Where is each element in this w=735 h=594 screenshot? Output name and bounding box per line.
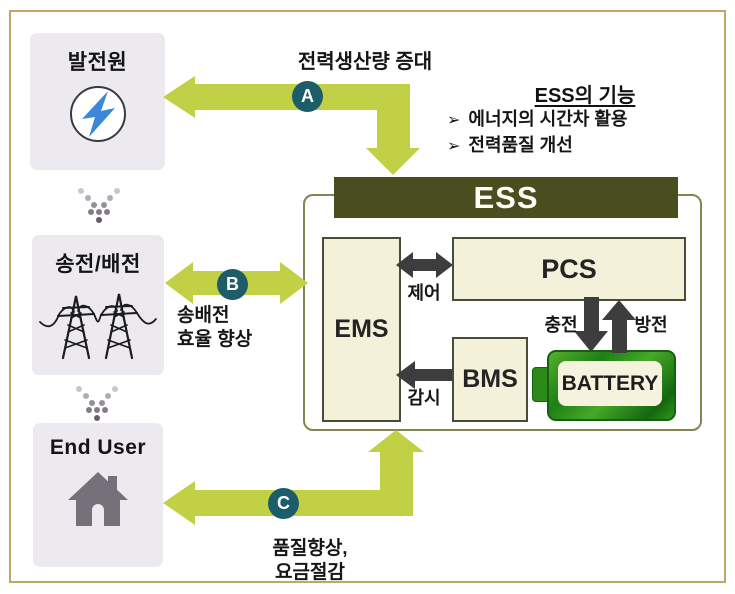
ems-box: EMS [322, 237, 401, 422]
battery-box: BATTERY [558, 361, 662, 406]
battery-label: BATTERY [561, 371, 659, 395]
house-icon [68, 470, 128, 533]
arrow-b-label: 송배전 효율 향상 [177, 304, 252, 352]
bms-label: BMS [462, 365, 518, 393]
bullet-arrow-icon: ➢ [447, 112, 461, 129]
node-grid-label: 송전/배전 [55, 253, 141, 276]
lightning-icon [67, 83, 129, 150]
functions-item: ➢ 에너지의 시간차 활용 [447, 107, 627, 133]
flow-chevron [74, 384, 122, 422]
pcs-label: PCS [541, 253, 597, 284]
functions-panel-list: ➢ 에너지의 시간차 활용 ➢ 전력품질 개선 [447, 107, 627, 159]
control-label: 제어 [407, 283, 441, 303]
arrow-c-label-line2: 요금절감 [275, 562, 345, 583]
node-end-user: End User [33, 423, 163, 567]
node-power-source-label: 발전원 [67, 51, 128, 74]
bullet-arrow-icon: ➢ [447, 138, 461, 155]
node-grid: 송전/배전 [32, 235, 164, 375]
pcs-box: PCS [452, 237, 686, 301]
arrow-c-label: 품질향상, 요금절감 [230, 537, 390, 585]
badge-c-label: C [277, 493, 290, 513]
arrow-b-label-line2: 효율 향상 [177, 329, 253, 350]
functions-item-text: 전력품질 개선 [468, 135, 573, 155]
ess-header-bar: ESS [334, 177, 678, 218]
discharge-label: 방전 [634, 315, 668, 335]
functions-item: ➢ 전력품질 개선 [447, 133, 627, 159]
transmission-towers-icon [38, 282, 158, 369]
badge-b: B [217, 269, 248, 300]
node-end-user-label: End User [49, 436, 147, 459]
bms-box: BMS [452, 337, 528, 422]
badge-a: A [292, 81, 323, 112]
charge-label: 충전 [544, 315, 578, 335]
arrow-b-label-line1: 송배전 [177, 305, 230, 326]
arrow-a-label: 전력생산량 증대 [297, 51, 433, 73]
monitor-label: 감시 [407, 388, 441, 408]
functions-item-text: 에너지의 시간차 활용 [468, 109, 628, 129]
ems-label: EMS [334, 315, 389, 343]
functions-panel-title: ESS의 기능 [534, 85, 636, 107]
badge-b-label: B [226, 274, 239, 294]
node-power-source: 발전원 [30, 33, 165, 170]
badge-a-label: A [301, 86, 314, 106]
arrow-c-label-line1: 품질향상, [272, 538, 348, 559]
flow-chevron [76, 186, 124, 224]
ess-title: ESS [473, 179, 539, 215]
badge-c: C [268, 488, 299, 519]
